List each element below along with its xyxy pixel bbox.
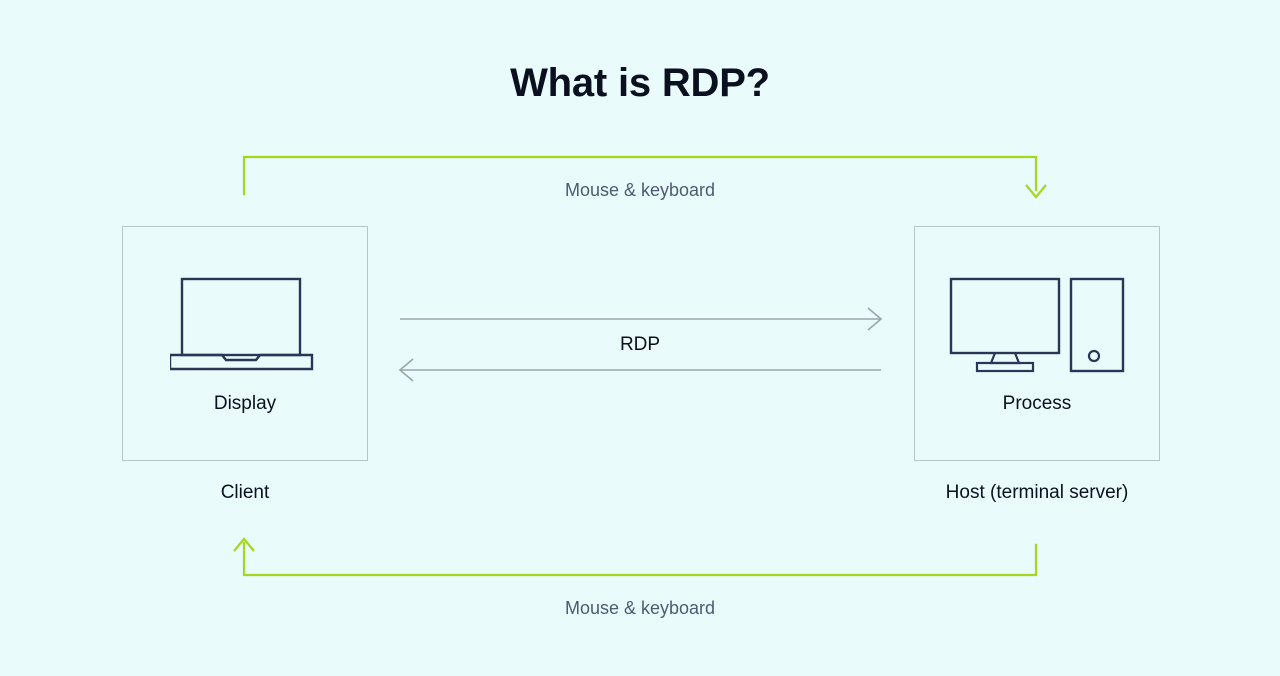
client-caption: Client [220,482,270,503]
host-node[interactable]: Process [914,226,1160,461]
host-inner-label: Process [1002,393,1072,414]
bottom-arrow-path [242,541,1038,577]
rdp-arrow-left [398,358,881,382]
bottom-mouse-keyboard-arrow [233,537,1038,577]
bottom-flow-label: Mouse & keyboard [564,598,716,618]
page-title: What is RDP? [510,61,770,105]
bottom-arrow-head-icon [233,537,255,552]
desktop-computer-tower-icon [915,275,1159,385]
top-arrow-head-icon [1025,184,1047,199]
rdp-right-head-icon [867,307,883,331]
client-inner-label: Display [213,393,277,414]
host-caption: Host (terminal server) [945,482,1129,503]
client-node[interactable]: Display [122,226,368,461]
rdp-left-head-icon [398,358,414,382]
laptop-icon [123,275,367,385]
top-flow-label: Mouse & keyboard [564,180,716,200]
rdp-arrow-right [400,307,883,331]
rdp-flow-label: RDP [619,334,661,355]
